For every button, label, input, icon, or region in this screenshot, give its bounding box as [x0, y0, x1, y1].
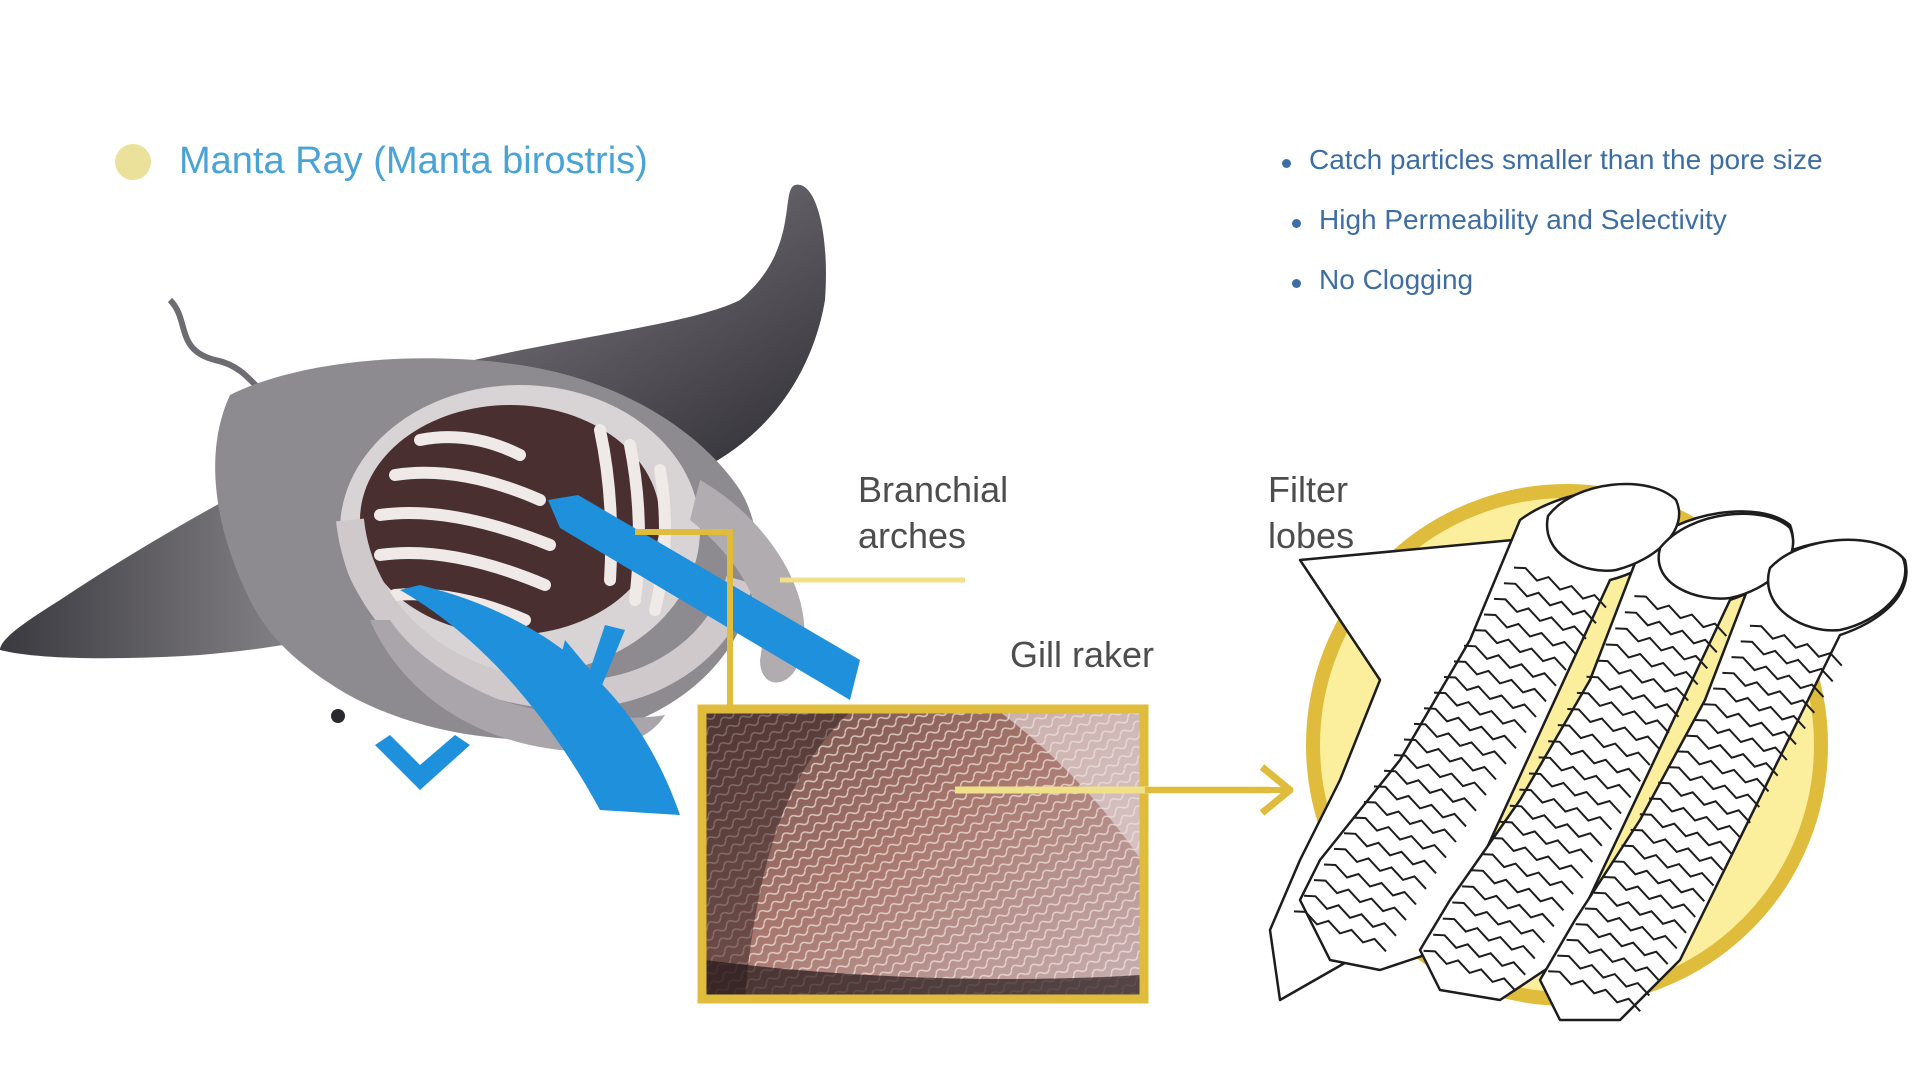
- filter-lobe-cap-3: [1768, 540, 1905, 631]
- manta-ray-illustration: [0, 185, 826, 751]
- manta-eye: [331, 709, 345, 723]
- manta-tail: [170, 300, 265, 395]
- filter-label-line2: lobes: [1268, 513, 1354, 559]
- filter-label-line1: Filter: [1268, 467, 1354, 513]
- branchial-label-line1: Branchial: [858, 467, 1008, 513]
- branchial-arches-label: Branchial arches: [858, 467, 1008, 559]
- gill-raker-photo: [702, 709, 1144, 999]
- filter-lobes-label: Filter lobes: [1268, 467, 1354, 559]
- branchial-label-line2: arches: [858, 513, 1008, 559]
- flow-arrow-head-2: [375, 735, 470, 790]
- gill-raker-label: Gill raker: [1010, 632, 1154, 678]
